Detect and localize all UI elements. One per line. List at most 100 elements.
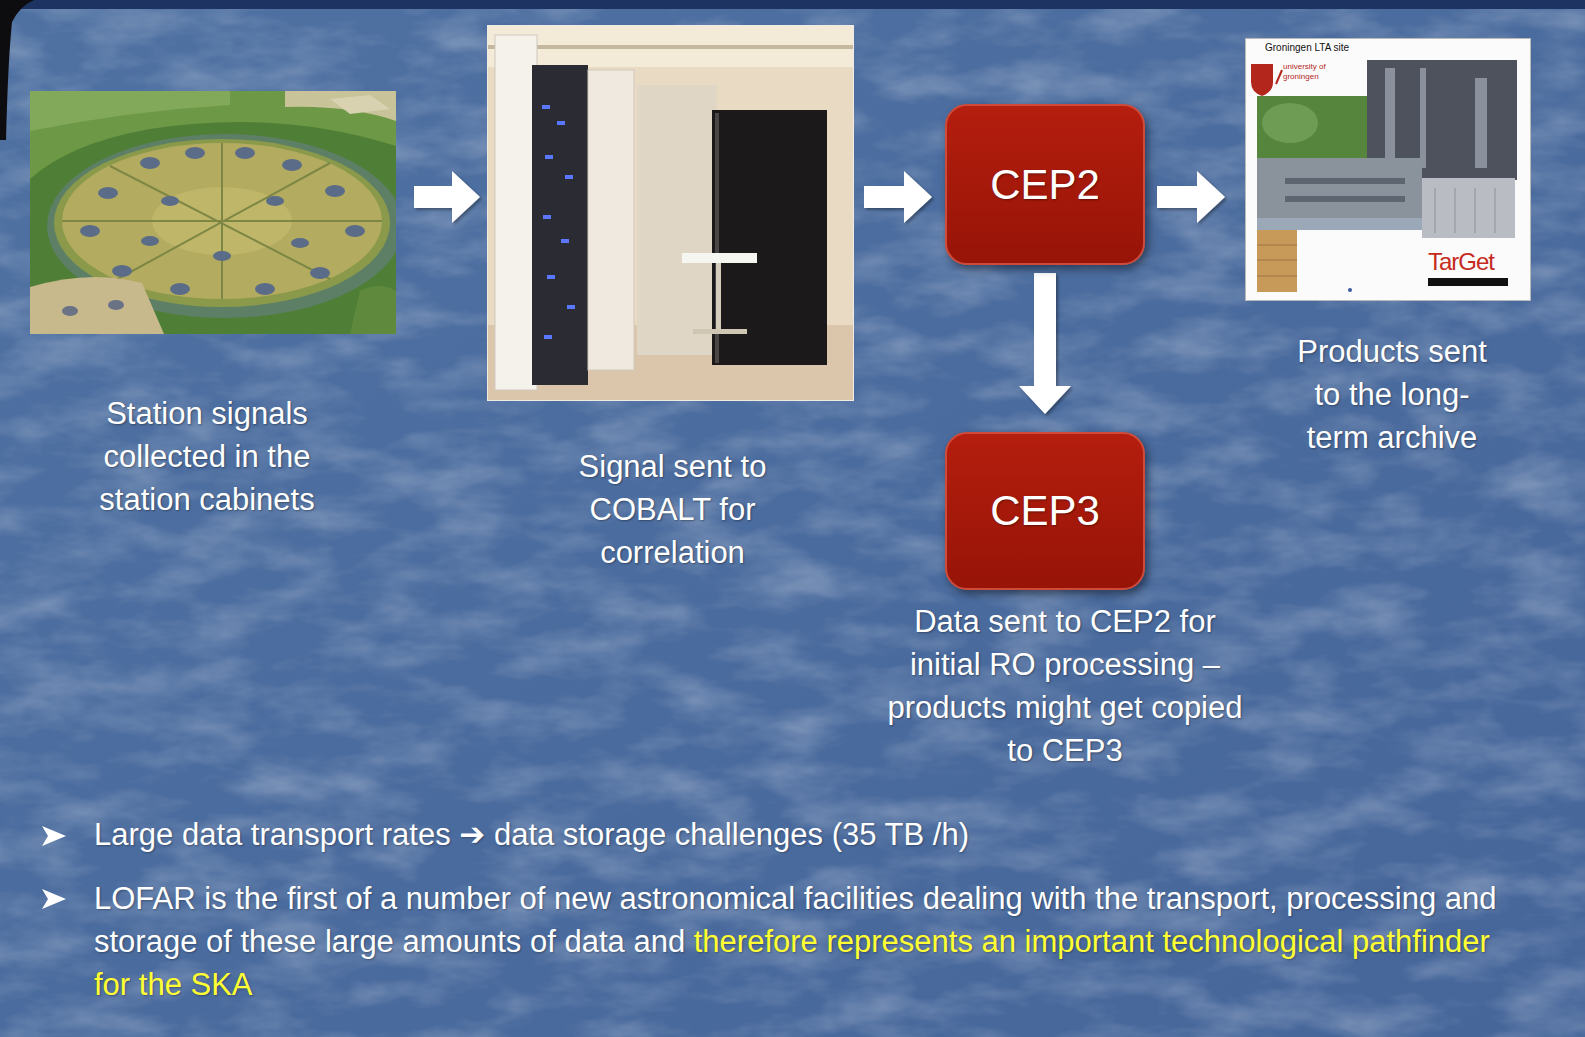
illustration-part bbox=[80, 147, 365, 295]
illustration-part bbox=[42, 889, 66, 909]
station-photo bbox=[30, 91, 396, 334]
illustration-part bbox=[30, 91, 396, 334]
illustration-part bbox=[543, 215, 551, 219]
illustration-part bbox=[345, 225, 365, 237]
illustration-part bbox=[1475, 188, 1476, 233]
illustration-part bbox=[114, 163, 330, 281]
illustration-part bbox=[716, 263, 721, 331]
illustration-part bbox=[0, 0, 34, 140]
illustration-part bbox=[565, 175, 573, 179]
bullet-paragraph: LOFAR is the first of a number of new as… bbox=[94, 877, 1534, 1006]
illustration-part bbox=[30, 91, 230, 131]
illustration-part bbox=[488, 26, 854, 401]
illustration-part bbox=[561, 239, 569, 243]
block-arrow bbox=[1157, 171, 1225, 223]
illustration-part bbox=[1435, 188, 1495, 233]
block-arrow bbox=[864, 171, 932, 223]
illustration-part bbox=[1285, 178, 1405, 184]
illustration-part bbox=[141, 236, 159, 246]
photo-text: university of groningen bbox=[1283, 62, 1337, 82]
illustration-part bbox=[1422, 178, 1515, 238]
caption: Signal sent to COBALT for correlation bbox=[553, 445, 793, 574]
illustration-part bbox=[1257, 245, 1297, 246]
process-box: CEP2 bbox=[945, 104, 1145, 265]
photo-node: Station signals collected in the station… bbox=[30, 91, 396, 334]
illustration-part bbox=[637, 85, 717, 355]
illustration-part bbox=[1257, 218, 1427, 230]
photo-text: TarGet bbox=[1428, 246, 1494, 277]
illustration-part bbox=[291, 238, 309, 248]
illustration-part bbox=[170, 283, 190, 295]
illustration-part bbox=[330, 95, 390, 114]
illustration-part bbox=[1420, 68, 1426, 168]
illustration-part bbox=[98, 187, 118, 199]
illustration-part bbox=[1285, 178, 1405, 202]
illustration-part bbox=[1475, 78, 1487, 168]
illustration-part bbox=[544, 335, 552, 339]
illustration-part bbox=[1257, 158, 1422, 228]
process-box: CEP3Data sent to CEP2 for initial RO pro… bbox=[945, 432, 1145, 590]
illustration-part bbox=[1285, 196, 1405, 202]
illustration-part bbox=[495, 35, 537, 390]
illustration-part bbox=[542, 105, 550, 109]
illustration-part bbox=[30, 277, 164, 334]
illustration-part bbox=[42, 826, 66, 846]
illustration-part bbox=[62, 143, 382, 299]
illustration-part bbox=[285, 91, 396, 121]
cobalt-photo bbox=[487, 25, 854, 401]
illustration-part bbox=[1428, 278, 1508, 286]
box-label: CEP3 bbox=[990, 487, 1100, 535]
illustration-part bbox=[161, 196, 179, 206]
illustration-part bbox=[557, 121, 565, 125]
illustration-part bbox=[140, 157, 160, 169]
illustration-part bbox=[693, 329, 747, 334]
illustration-part bbox=[588, 70, 634, 370]
illustration-part bbox=[1276, 70, 1282, 84]
illustration-part bbox=[1385, 68, 1395, 168]
box-label: CEP2 bbox=[990, 161, 1100, 209]
illustration-part bbox=[1495, 188, 1496, 233]
illustration-part bbox=[350, 286, 396, 334]
illustration-part bbox=[1246, 39, 1531, 301]
photo-node: Signal sent to COBALT for correlation bbox=[487, 25, 854, 401]
illustration-part bbox=[545, 155, 553, 159]
illustration-part bbox=[62, 306, 78, 316]
illustration-part bbox=[80, 225, 100, 237]
caption: Station signals collected in the station… bbox=[77, 392, 337, 521]
illustration-part bbox=[1257, 245, 1297, 276]
illustration-part bbox=[712, 110, 827, 365]
illustration-part bbox=[1257, 260, 1297, 261]
illustration-part bbox=[62, 143, 382, 299]
illustration-part bbox=[1251, 64, 1273, 96]
illustration-part bbox=[325, 185, 345, 197]
illustration-part bbox=[112, 265, 132, 277]
illustration-part bbox=[487, 45, 854, 49]
illustration-part bbox=[185, 147, 205, 159]
illustration-part bbox=[310, 267, 330, 279]
illustration-part bbox=[266, 196, 284, 206]
illustration-part bbox=[1257, 230, 1297, 292]
block-arrow bbox=[414, 171, 480, 223]
illustration-part bbox=[1385, 68, 1487, 168]
illustration-part bbox=[62, 300, 124, 316]
illustration-part bbox=[1455, 188, 1456, 233]
illustration-part bbox=[108, 300, 124, 310]
illustration-part bbox=[282, 159, 302, 171]
illustration-part bbox=[1435, 188, 1436, 233]
illustration-part bbox=[255, 283, 275, 295]
illustration-part bbox=[0, 0, 1585, 9]
illustration-part bbox=[1262, 103, 1318, 143]
illustration-part bbox=[1348, 288, 1352, 292]
caption: Products sent to the long-term archive bbox=[1287, 330, 1497, 459]
bullet-text: Large data transport rates ➔ data storag… bbox=[94, 815, 969, 855]
illustration-part bbox=[235, 147, 255, 159]
block-arrow bbox=[1019, 273, 1071, 414]
caption: Data sent to CEP2 for initial RO process… bbox=[880, 600, 1250, 772]
illustration-part bbox=[542, 105, 575, 339]
illustration-part bbox=[487, 25, 854, 67]
illustration-part bbox=[1257, 276, 1297, 277]
illustration-part bbox=[682, 253, 757, 263]
